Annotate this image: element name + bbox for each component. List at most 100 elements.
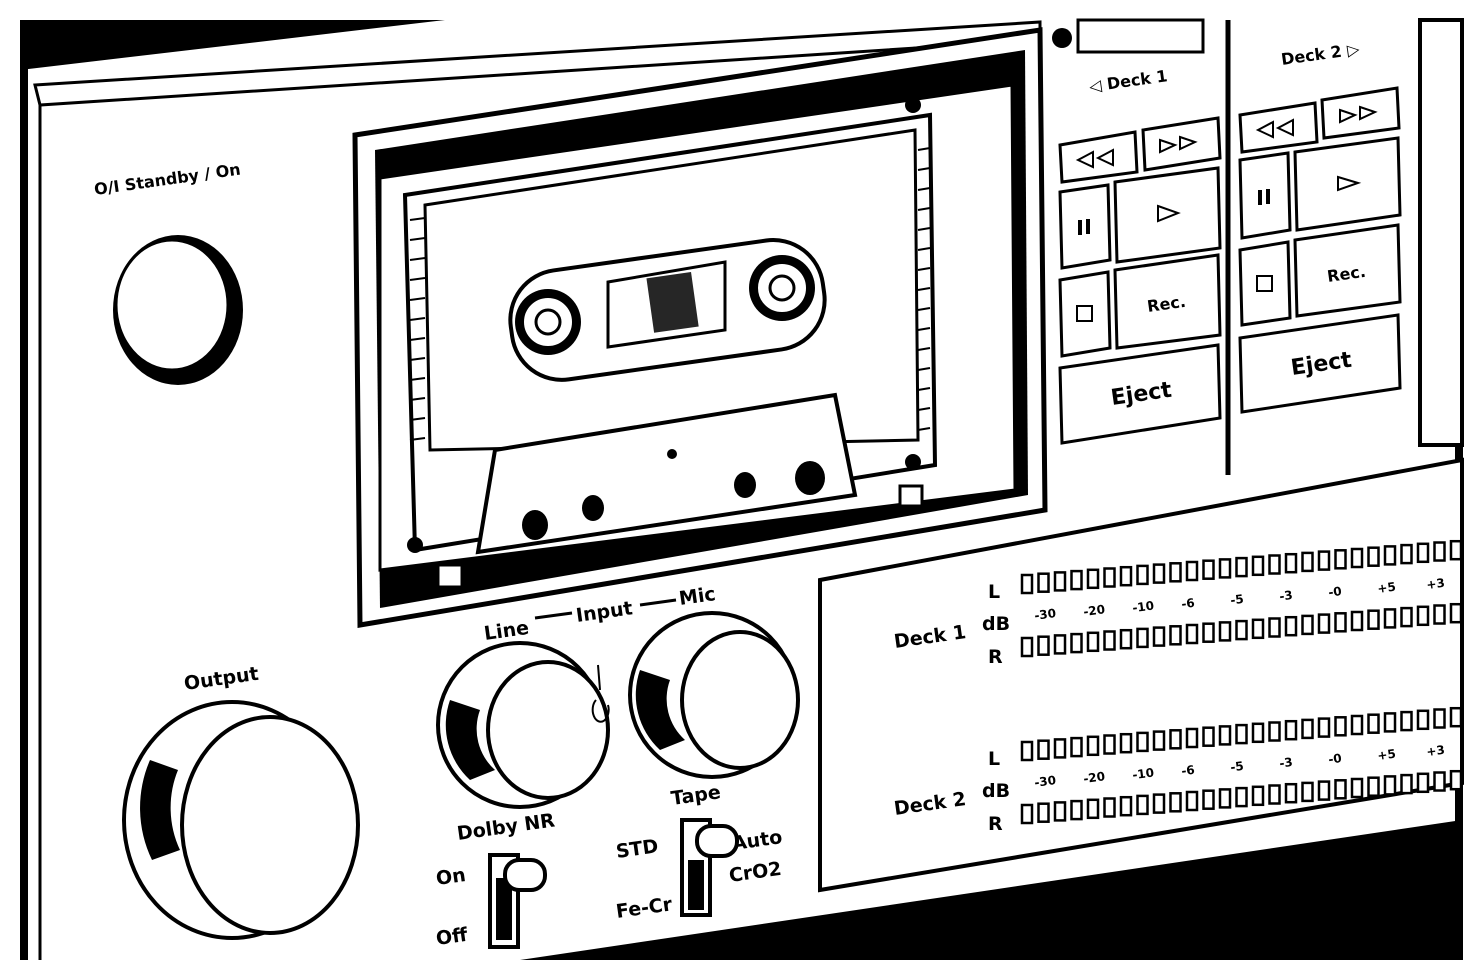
meter-segment bbox=[1433, 708, 1446, 729]
deck2-pause-button[interactable] bbox=[1238, 151, 1292, 240]
power-button[interactable] bbox=[113, 235, 243, 385]
meter-segment bbox=[1169, 562, 1182, 583]
deck2-play-button[interactable] bbox=[1293, 136, 1402, 232]
meter-segment bbox=[1185, 790, 1199, 812]
meter-deck1-left-bar bbox=[1020, 539, 1463, 595]
meter-segment bbox=[1202, 622, 1215, 643]
meter-segment bbox=[1119, 565, 1133, 587]
deck1-eject-button[interactable]: Eject bbox=[1058, 343, 1222, 445]
meter-scale-label: -30 bbox=[1033, 773, 1056, 790]
meter-segment bbox=[1037, 739, 1050, 760]
dolby-toggle[interactable] bbox=[488, 853, 547, 949]
meter-segment bbox=[1367, 776, 1380, 797]
meter-segment bbox=[1350, 547, 1364, 569]
deck1-play-button[interactable] bbox=[1113, 166, 1222, 264]
meter-segment bbox=[1350, 777, 1364, 799]
meter-segment bbox=[1202, 559, 1215, 580]
deck1-fast-forward-button[interactable] bbox=[1141, 116, 1222, 172]
meter-segment bbox=[1103, 567, 1116, 588]
line-input-knob[interactable] bbox=[436, 641, 610, 809]
cassette-ridges bbox=[409, 147, 931, 441]
deck2-record-button[interactable]: Rec. bbox=[1293, 223, 1402, 318]
meter-segment bbox=[1169, 729, 1182, 750]
meter-segment bbox=[1301, 614, 1314, 636]
deck2-fast-forward-button[interactable] bbox=[1320, 86, 1401, 140]
meter-segment bbox=[1070, 632, 1083, 654]
meter-scale-label: -3 bbox=[1278, 588, 1293, 604]
meter-segment bbox=[1152, 563, 1166, 584]
meter-segment bbox=[1037, 572, 1050, 593]
deck2-stop-button[interactable] bbox=[1238, 240, 1292, 327]
deck1-pause-button[interactable] bbox=[1058, 183, 1112, 270]
meter-segment bbox=[1350, 714, 1364, 736]
meter-segment bbox=[1301, 551, 1314, 573]
play-icon bbox=[1337, 175, 1362, 192]
meter-segment bbox=[1152, 730, 1166, 751]
cassette-compartment bbox=[352, 27, 1048, 628]
meter-segment bbox=[1020, 636, 1034, 658]
meter-segment bbox=[1086, 735, 1100, 757]
cassette-reel-left bbox=[515, 289, 581, 355]
deck2-rewind-button[interactable] bbox=[1238, 101, 1319, 154]
meter-segment bbox=[1103, 630, 1116, 651]
meter-segment bbox=[1119, 795, 1133, 817]
meter-segment bbox=[1301, 718, 1314, 740]
meter-segment bbox=[1053, 801, 1067, 822]
meter-scale-label: +5 bbox=[1376, 747, 1396, 763]
meter-scale-label: -20 bbox=[1082, 602, 1105, 619]
meter-segment bbox=[1400, 773, 1413, 795]
tape-selector[interactable] bbox=[680, 818, 739, 917]
meter-segment bbox=[1119, 628, 1133, 650]
deck1-rewind-button[interactable] bbox=[1058, 130, 1139, 184]
meter-segment bbox=[1449, 602, 1463, 624]
meter-segment bbox=[1235, 619, 1248, 641]
meter-segment bbox=[1235, 556, 1248, 578]
meter-deck1-right-bar bbox=[1020, 602, 1463, 658]
meter-segment bbox=[1119, 732, 1133, 754]
meter-deck2-db: dB bbox=[982, 780, 1010, 802]
meter-segment bbox=[1152, 626, 1166, 647]
headphone-jack-icon bbox=[591, 664, 610, 723]
meter-scale-label: +5 bbox=[1376, 580, 1396, 596]
deck1-indicator bbox=[1052, 28, 1072, 48]
meter-segment bbox=[1136, 794, 1149, 816]
meter-scale-label: -3 bbox=[1278, 755, 1293, 771]
meter-segment bbox=[1416, 772, 1430, 794]
meter-segment bbox=[1169, 625, 1182, 646]
meter-segment bbox=[1301, 781, 1314, 803]
cassette-bottom bbox=[475, 392, 858, 555]
meter-segment bbox=[1284, 719, 1298, 741]
meter-segment bbox=[1251, 785, 1265, 807]
deck2-eject-button[interactable]: Eject bbox=[1238, 313, 1402, 414]
meter-segment bbox=[1136, 564, 1149, 586]
dolby-off-label: Off bbox=[435, 924, 470, 950]
meter-segment bbox=[1251, 555, 1265, 577]
meter-segment bbox=[1433, 604, 1446, 625]
deck1-stop-button[interactable] bbox=[1058, 270, 1112, 358]
output-knob[interactable] bbox=[122, 700, 360, 940]
deck1-record-button[interactable]: Rec. bbox=[1113, 253, 1222, 350]
meter-segment bbox=[1367, 546, 1380, 567]
meter-scale-label: -5 bbox=[1229, 592, 1244, 608]
meter-segment bbox=[1400, 710, 1413, 732]
stop-icon bbox=[1256, 275, 1273, 292]
stop-icon bbox=[1076, 305, 1093, 322]
meter-segment bbox=[1416, 709, 1430, 731]
meter-segment bbox=[1136, 627, 1149, 649]
meter-segment bbox=[1383, 712, 1397, 733]
meter-segment bbox=[1169, 792, 1182, 813]
meter-segment bbox=[1086, 568, 1100, 590]
meter-deck2-left-bar bbox=[1020, 706, 1463, 762]
deck1-display bbox=[1076, 18, 1205, 54]
meter-segment bbox=[1350, 610, 1364, 632]
meter-segment bbox=[1202, 789, 1215, 810]
meter-deck1-scale: -30-20-10-6-5-3-0+5+3 bbox=[1033, 576, 1445, 623]
meter-segment bbox=[1268, 554, 1281, 575]
meter-segment bbox=[1053, 738, 1067, 759]
meter-scale-label: -0 bbox=[1327, 584, 1342, 600]
meter-segment bbox=[1449, 769, 1463, 791]
mic-knob[interactable] bbox=[628, 611, 800, 779]
meter-deck2-left: L bbox=[988, 748, 1000, 770]
meter-segment bbox=[1449, 706, 1463, 728]
input-mic-label: Mic bbox=[678, 583, 717, 610]
